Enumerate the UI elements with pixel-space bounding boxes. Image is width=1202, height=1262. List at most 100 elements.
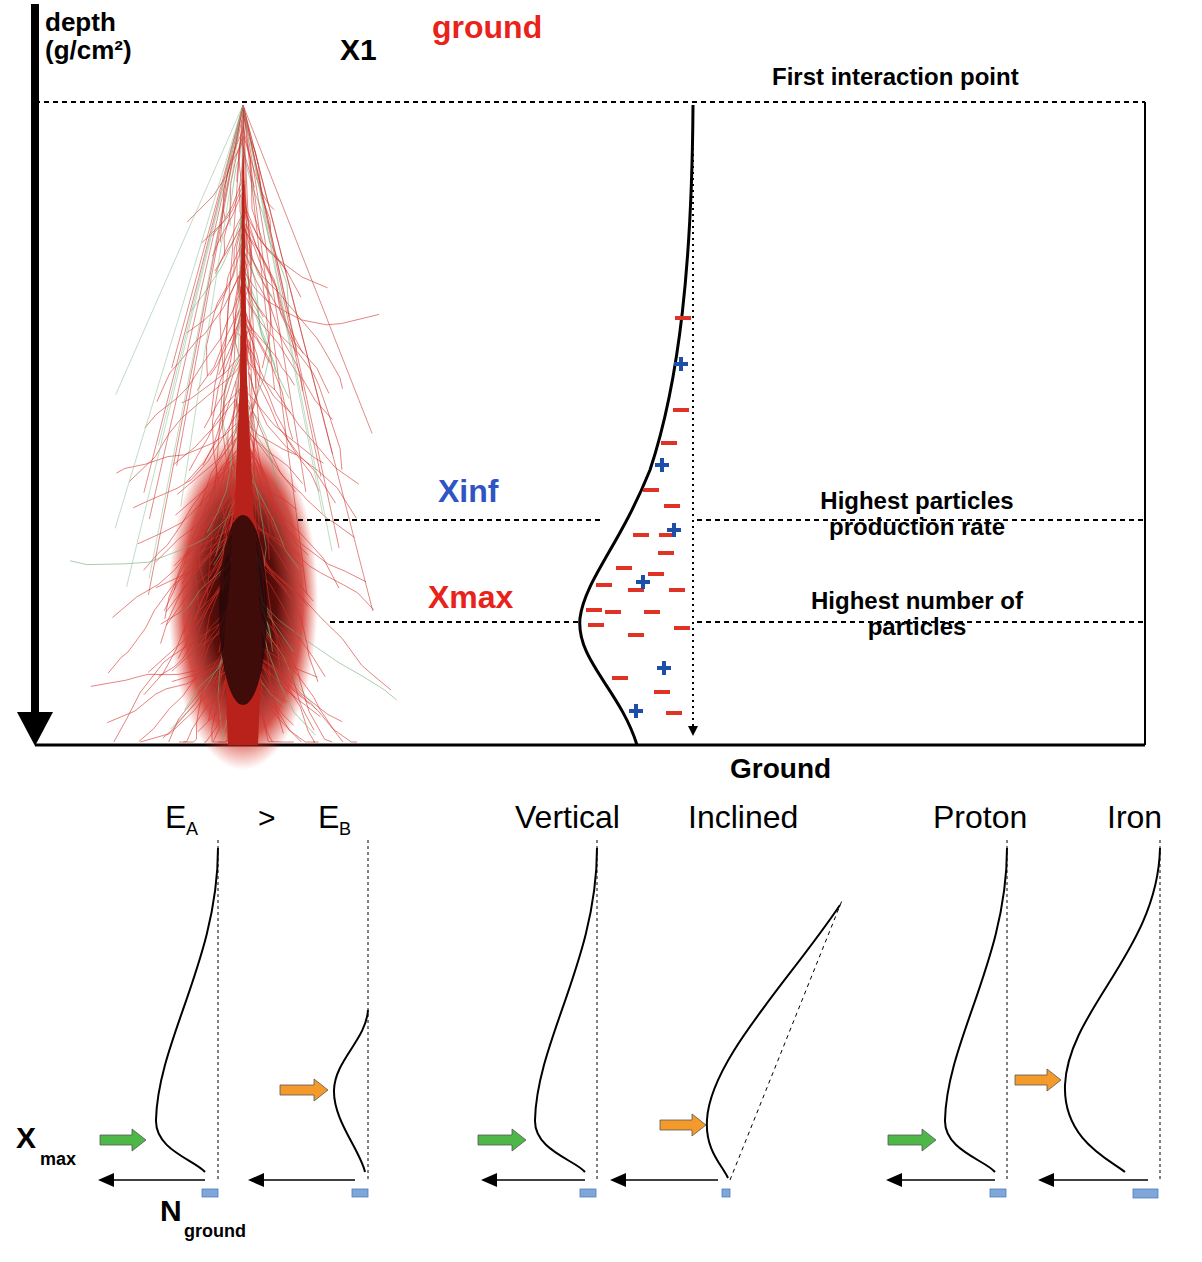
minus-sign <box>664 504 680 508</box>
panel-title: Vertical <box>515 800 620 835</box>
energy-subscript: B <box>339 820 351 839</box>
particle-track <box>243 126 328 287</box>
n-ground-bar <box>722 1189 730 1197</box>
minus-sign <box>648 572 664 576</box>
minus-sign <box>612 676 628 680</box>
depth-axis <box>31 4 39 722</box>
particle-track <box>249 372 357 518</box>
minus-sign <box>669 588 685 592</box>
n-ground-axis <box>100 1179 205 1181</box>
panel-profile <box>707 905 840 1178</box>
particle-track <box>113 483 238 618</box>
particle-track <box>243 105 275 390</box>
n-ground-bar <box>990 1189 1006 1197</box>
profile-curve <box>580 105 693 745</box>
depth-marker: Xmax <box>428 580 513 615</box>
minus-sign <box>658 551 674 555</box>
xmax-marker <box>100 1129 146 1151</box>
particle-track <box>148 105 243 595</box>
particle-track <box>115 105 243 528</box>
depth-marker: X1 <box>340 34 377 66</box>
comparison-sign: > <box>258 802 276 834</box>
panel-profile <box>156 848 218 1172</box>
particle-track <box>244 282 342 470</box>
minus-sign <box>643 488 659 492</box>
particle-track <box>172 105 243 368</box>
n-ground-bar <box>352 1189 368 1197</box>
particle-track <box>248 399 296 492</box>
xmax-marker <box>660 1114 706 1136</box>
xmax-marker <box>280 1079 328 1101</box>
particle-track <box>243 105 306 492</box>
minus-sign <box>673 408 689 412</box>
profile-axis <box>692 106 694 735</box>
particle-track <box>250 435 302 484</box>
charge-signs <box>586 316 691 718</box>
particle-track <box>144 105 243 493</box>
xmax-symbol: X <box>16 1122 36 1154</box>
n-symbol: N <box>160 1195 182 1227</box>
air-shower <box>70 105 397 770</box>
depth-marker: Xinf <box>438 474 498 509</box>
header-word: ground <box>432 10 542 45</box>
particle-track <box>177 105 243 466</box>
shower-core <box>219 515 267 705</box>
panel-title: Iron <box>1107 800 1162 835</box>
xmax-subscript: max <box>40 1150 76 1169</box>
minus-sign <box>644 610 660 614</box>
energy-subscript: A <box>186 820 198 839</box>
particle-track <box>149 105 243 519</box>
plus-sign <box>679 357 683 371</box>
xinf-line <box>298 519 600 521</box>
plus-sign <box>660 458 664 472</box>
panel-profile <box>334 1010 368 1172</box>
xmax-marker <box>1015 1069 1061 1091</box>
particle-track <box>116 105 243 395</box>
minus-sign <box>674 626 690 630</box>
minus-sign <box>616 566 632 570</box>
plus-sign <box>634 704 638 718</box>
annotation: First interaction point <box>772 64 1019 90</box>
axis-title: depth (g/cm²) <box>45 8 175 64</box>
particle-track <box>243 105 339 548</box>
n-ground-axis <box>612 1179 718 1181</box>
profile-panels <box>100 840 1160 1198</box>
annotation: Highest particles production rate <box>772 488 1062 540</box>
n-ground-axis <box>483 1179 585 1181</box>
minus-sign <box>666 711 682 715</box>
minus-sign <box>586 608 602 612</box>
minus-sign <box>588 623 604 627</box>
annotation: Highest number of particles <box>772 588 1062 640</box>
panel-profile <box>945 848 1007 1172</box>
plus-sign <box>662 661 666 675</box>
minus-sign <box>654 690 670 694</box>
panel-axis <box>1160 840 1161 1180</box>
ground-label: Ground <box>730 754 831 784</box>
depth-axis-head <box>17 712 53 746</box>
energy-symbol: E <box>165 800 186 835</box>
minus-sign <box>605 610 621 614</box>
particle-track <box>251 488 374 610</box>
plus-sign <box>672 523 676 537</box>
particle-track <box>91 646 241 686</box>
particle-track <box>243 105 373 611</box>
particle-track <box>114 610 238 742</box>
minus-sign <box>633 533 649 537</box>
particle-track <box>181 105 243 506</box>
xmax-marker <box>478 1129 526 1151</box>
panel-title: Proton <box>933 800 1027 835</box>
panel-axis <box>1007 840 1008 1180</box>
particle-track <box>243 105 332 551</box>
ground-line <box>35 744 1145 747</box>
particle-track <box>243 105 372 434</box>
minus-sign <box>661 441 677 445</box>
minus-sign <box>628 633 644 637</box>
panel-title: Inclined <box>688 800 798 835</box>
xmax-line <box>330 621 580 623</box>
n-ground-bar <box>580 1189 596 1197</box>
first-interaction-line <box>35 101 1145 103</box>
panel-axis <box>218 840 219 1180</box>
minus-sign <box>675 316 691 320</box>
n-ground-bar <box>202 1189 218 1197</box>
